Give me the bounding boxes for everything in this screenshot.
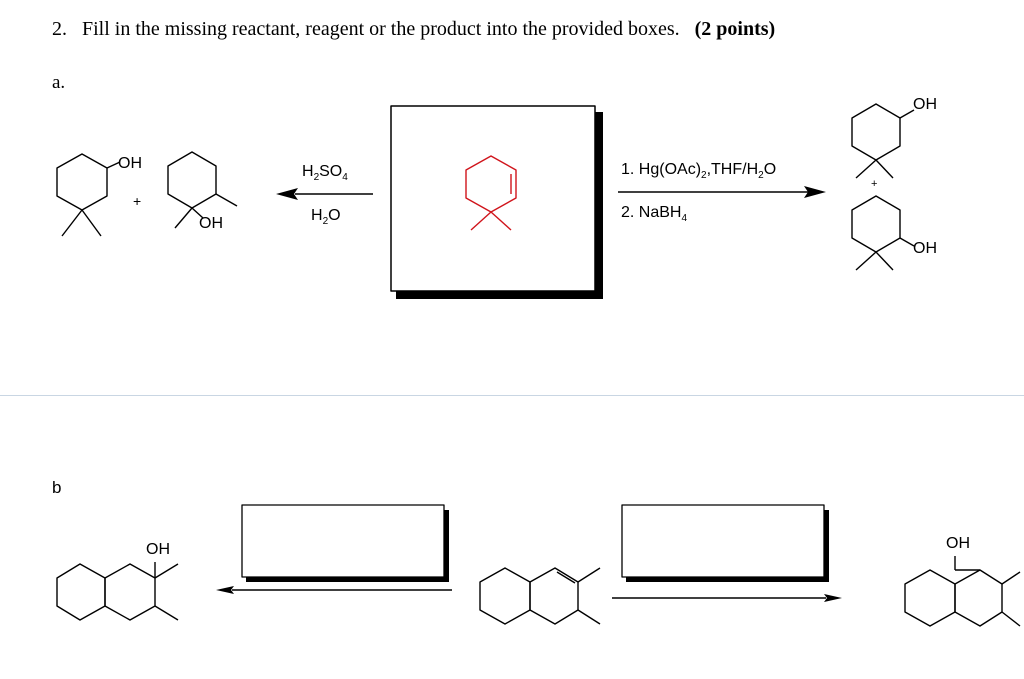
left-product-1-oh: OH xyxy=(118,155,142,172)
answer-structure xyxy=(465,155,517,231)
section-divider xyxy=(0,395,1024,396)
part-b-answer-box-1 xyxy=(241,504,449,582)
right-reagent-step-1: 1. Hg(OAc)2,THF/H2O xyxy=(621,161,777,182)
left-reagent-h2so4: H2SO4 xyxy=(302,163,348,184)
left-product-1-structure xyxy=(56,153,121,237)
right-product-1-oh: OH xyxy=(913,96,937,113)
right-products-plus: + xyxy=(871,178,878,190)
left-reaction-arrow xyxy=(276,188,373,200)
part-b-right-product-structure xyxy=(904,556,1021,627)
left-product-2-structure xyxy=(167,151,238,229)
question-prompt: Fill in the missing reactant, reagent or… xyxy=(82,18,680,40)
left-products-plus: + xyxy=(133,193,142,209)
right-product-2-oh: OH xyxy=(913,240,937,257)
part-b-right-product-oh: OH xyxy=(946,535,970,552)
right-product-1-structure xyxy=(851,103,915,179)
left-product-2-oh: OH xyxy=(199,215,223,232)
part-b-left-product-oh: OH xyxy=(146,541,170,558)
part-b-left-product-structure xyxy=(56,562,179,621)
part-a-label: a. xyxy=(52,72,66,93)
part-b-left-arrow xyxy=(216,586,452,594)
right-reaction-arrow xyxy=(618,186,826,198)
part-b-middle-alkene-structure xyxy=(479,567,601,625)
right-product-2-structure xyxy=(851,195,915,271)
question-points: (2 points) xyxy=(694,18,776,40)
part-b-answer-box-2 xyxy=(621,504,829,582)
question-number: 2. xyxy=(52,18,67,40)
part-b-right-arrow xyxy=(612,594,842,602)
right-reagent-step-2: 2. NaBH4 xyxy=(621,204,688,225)
question-text: 2. Fill in the missing reactant, reagent… xyxy=(52,18,775,41)
answer-box-a xyxy=(390,105,603,299)
part-b-label: b xyxy=(52,478,62,497)
left-reagent-h2o: H2O xyxy=(311,207,341,228)
